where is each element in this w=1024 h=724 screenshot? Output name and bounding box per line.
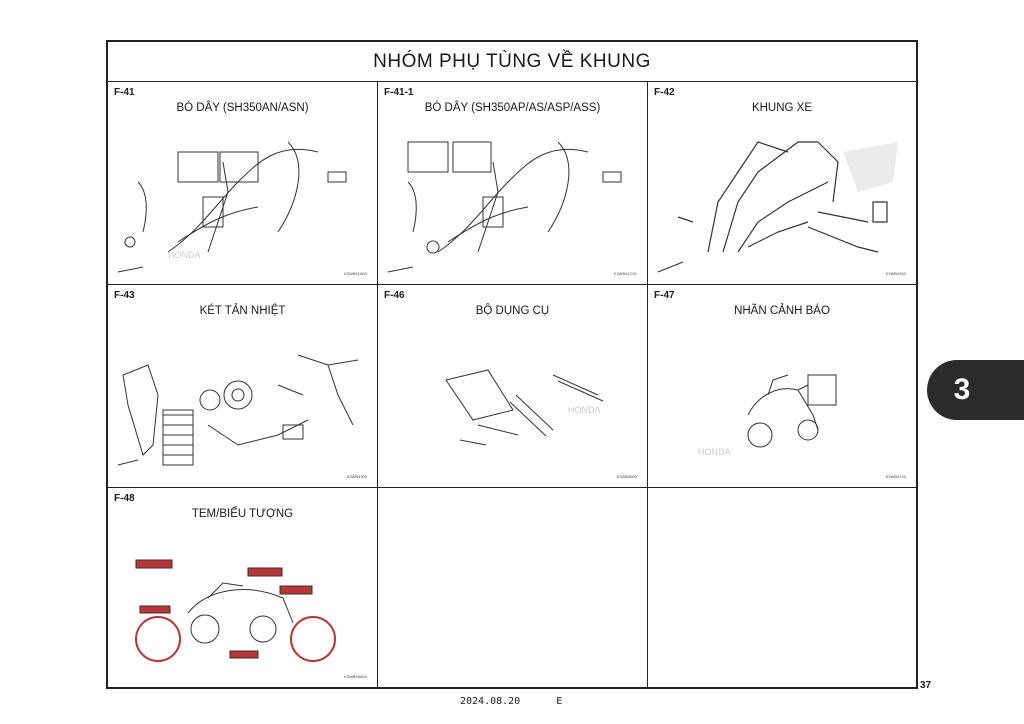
footer-lang: E xyxy=(556,696,563,707)
chapter-tab[interactable]: 3 xyxy=(927,360,1024,420)
chapter-tab-label: 3 xyxy=(953,373,971,406)
panel-title: BỘ DỤNG CỤ xyxy=(475,305,550,317)
svg-text:HONDA: HONDA xyxy=(568,405,601,415)
panel-title: NHÃN CẢNH BÁO xyxy=(734,305,830,317)
figure-ref: K3WB4300 xyxy=(346,474,367,479)
panel-f47[interactable]: F-47 NHÃN CẢNH BÁO HONDA K3WB4700 xyxy=(648,285,916,488)
panel-title: BÓ DÂY (SH350AN/ASN) xyxy=(176,102,309,114)
panel-code: F-47 xyxy=(654,290,675,301)
empty-panel xyxy=(648,488,916,687)
harness-diagram: HONDA xyxy=(117,141,347,273)
panel-code: F-43 xyxy=(114,290,135,301)
footer-date: 2024.08.20 xyxy=(460,696,521,707)
empty-panel xyxy=(378,488,648,687)
figure-ref: K3WB4800A xyxy=(344,674,367,679)
panel-grid: F-41 BÓ DÂY (SH350AN/ASN) HONDA xyxy=(108,82,916,687)
panel-f42[interactable]: F-42 KHUNG XE K3W xyxy=(648,82,916,285)
page-title: NHÓM PHỤ TÙNG VỀ KHUNG xyxy=(108,42,916,82)
warning-labels-diagram: HONDA xyxy=(698,374,837,457)
panel-f41-1[interactable]: F-41-1 BÓ DÂY (SH350AP/AS/ASP/ASS) xyxy=(378,82,648,285)
panel-title: TEM/BIỂU TƯỢNG xyxy=(191,508,294,520)
panel-f46[interactable]: F-46 BỘ DỤNG CỤ HONDA K3WB4600 xyxy=(378,285,648,488)
tools-diagram: HONDA xyxy=(445,369,604,446)
panel-f41[interactable]: F-41 BÓ DÂY (SH350AN/ASN) HONDA xyxy=(108,82,378,285)
panel-code: F-41-1 xyxy=(384,87,414,98)
footer: 2024.08.20 E xyxy=(460,696,562,707)
figure-ref: K3WB4600 xyxy=(616,474,637,479)
panel-code: F-46 xyxy=(384,290,405,301)
panel-title: KHUNG XE xyxy=(751,102,813,114)
panel-code: F-48 xyxy=(114,493,135,504)
harness-diagram xyxy=(387,141,622,273)
emblem-diagram xyxy=(135,559,336,662)
svg-text:HONDA: HONDA xyxy=(698,447,731,457)
figure-ref: K3WB4200 xyxy=(885,271,906,276)
parts-group-frame: NHÓM PHỤ TÙNG VỀ KHUNG F-41 BÓ DÂY (SH35… xyxy=(106,40,918,689)
panel-code: F-42 xyxy=(654,87,675,98)
figure-ref: K3WB4700 xyxy=(885,474,906,479)
page-number: 37 xyxy=(920,680,932,691)
panel-f48[interactable]: F-48 TEM/BIỂU TƯỢNG K3WB4800A xyxy=(108,488,378,687)
panel-title: BÓ DÂY (SH350AP/AS/ASP/ASS) xyxy=(424,102,601,114)
radiator-diagram xyxy=(117,354,359,466)
figure-ref: K3WB41C01 xyxy=(613,271,637,276)
figure-ref: K3WB41A00 xyxy=(344,271,367,276)
frame-diagram xyxy=(657,141,898,273)
panel-title: KÉT TẢN NHIỆT xyxy=(199,305,286,317)
panel-f43[interactable]: F-43 KÉT TẢN NHIỆT K3WB4 xyxy=(108,285,378,488)
svg-text:HONDA: HONDA xyxy=(168,250,201,260)
panel-code: F-41 xyxy=(114,87,135,98)
